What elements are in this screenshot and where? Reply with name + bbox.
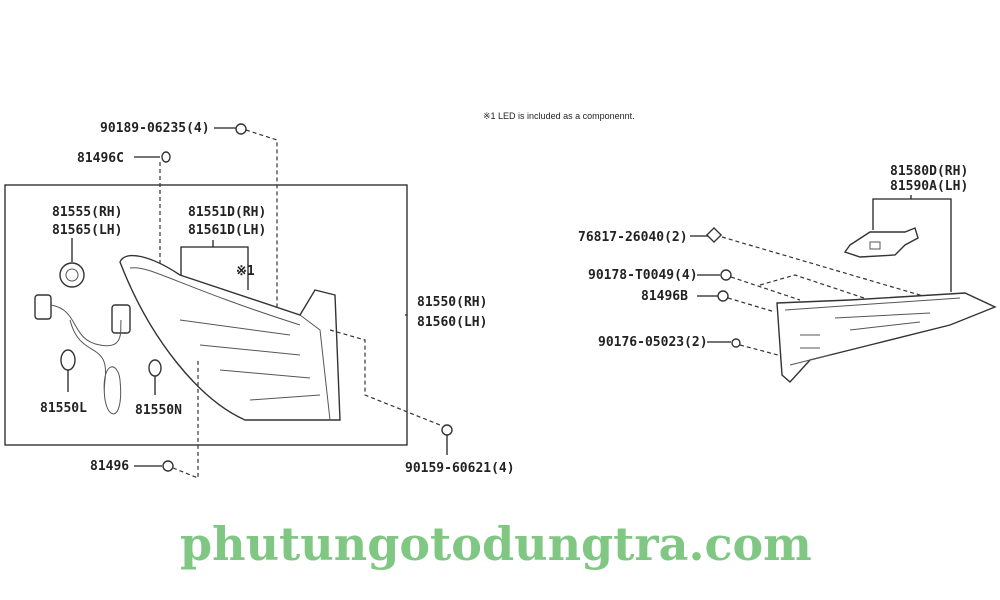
led-module <box>843 227 919 258</box>
watermark: phutungotodungtra.com <box>180 517 812 571</box>
label-81550[interactable]: 81550(RH) <box>417 295 487 310</box>
label-81560[interactable]: 81560(LH) <box>417 315 487 330</box>
label-81550L[interactable]: 81550L <box>40 401 87 416</box>
label-90178-T0049[interactable]: 90178-T0049(4) <box>588 268 698 283</box>
label-81580D[interactable]: 81580D(RH) <box>890 164 968 179</box>
label-81550N[interactable]: 81550N <box>135 403 182 418</box>
label-81565[interactable]: 81565(LH) <box>52 223 122 238</box>
connector-icon <box>34 294 52 320</box>
led-note: ※1 LED is included as a componennt. <box>483 111 635 121</box>
rear-combination-lamp <box>119 254 341 421</box>
led-marker: ※1 <box>236 264 255 279</box>
back-door-lamp <box>776 292 997 383</box>
clip-icon <box>161 151 171 163</box>
clip-icon <box>717 290 729 302</box>
clip-icon <box>705 226 723 244</box>
bulb-icon <box>60 349 76 371</box>
label-81496B[interactable]: 81496B <box>641 289 688 304</box>
label-90159-60621[interactable]: 90159-60621(4) <box>405 461 515 476</box>
label-90189-06235[interactable]: 90189-06235(4) <box>100 121 210 136</box>
screw-icon <box>731 338 741 348</box>
label-81496[interactable]: 81496 <box>90 459 129 474</box>
label-81590A[interactable]: 81590A(LH) <box>890 179 968 194</box>
label-81551D[interactable]: 81551D(RH) <box>188 205 266 220</box>
label-81561D[interactable]: 81561D(LH) <box>188 223 266 238</box>
nut-icon <box>441 424 453 436</box>
label-76817-26040[interactable]: 76817-26040(2) <box>578 230 688 245</box>
nut-icon <box>720 269 732 281</box>
bulb-icon <box>148 359 162 377</box>
clip-icon <box>162 460 174 472</box>
screw-icon <box>235 123 247 135</box>
socket-icon <box>59 262 85 288</box>
label-81496C[interactable]: 81496C <box>77 151 124 166</box>
label-90176-05023[interactable]: 90176-05023(2) <box>598 335 708 350</box>
label-81555[interactable]: 81555(RH) <box>52 205 122 220</box>
